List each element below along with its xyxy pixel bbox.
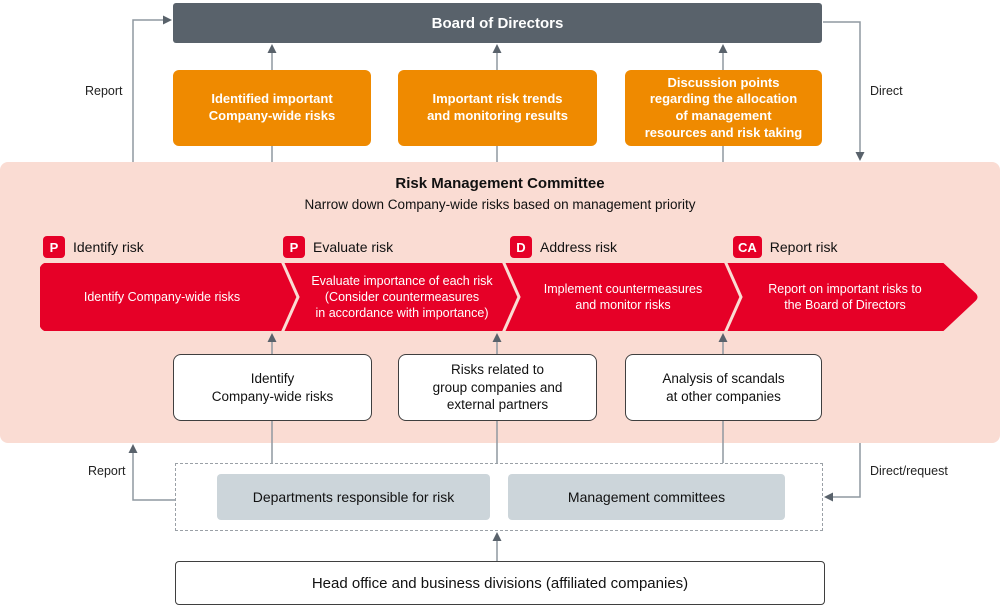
phase-label: Report risk [769, 239, 838, 255]
input-box-scandal-analysis: Analysis of scandals at other companies [625, 354, 822, 421]
committee-subtitle: Narrow down Company-wide risks based on … [304, 197, 696, 212]
head-office-box: Head office and business divisions (affi… [175, 561, 825, 605]
committee-title: Risk Management Committee [395, 175, 605, 192]
phase-address-risk: D Address risk [510, 236, 617, 258]
phase-label: Identify risk [73, 239, 144, 255]
phase-identify-risk: P Identify risk [43, 236, 144, 258]
board-of-directors-box: Board of Directors [173, 3, 822, 43]
phase-badge-p2: P [283, 236, 305, 258]
process-step-evaluate: Evaluate importance of each risk (Consid… [311, 273, 493, 321]
output-box-discussion-points: Discussion points regarding the allocati… [625, 70, 822, 146]
phase-label: Address risk [540, 239, 618, 255]
phase-report-risk: CA Report risk [733, 236, 837, 258]
edge-label-direct-request: Direct/request [870, 464, 948, 478]
phase-badge-p1: P [43, 236, 65, 258]
phase-badge-ca: CA [733, 236, 762, 258]
process-chevron-band [40, 263, 978, 331]
departments-box: Departments responsible for risk [217, 474, 490, 520]
process-step-identify: Identify Company-wide risks [83, 289, 241, 304]
edge-label-report-bottom: Report [88, 464, 126, 478]
edge-label-report-top: Report [85, 84, 123, 98]
output-box-identified-risks: Identified important Company-wide risks [173, 70, 371, 146]
output-box-risk-trends: Important risk trends and monitoring res… [398, 70, 597, 146]
input-box-group-companies: Risks related to group companies and ext… [398, 354, 597, 421]
input-box-identify-risks: Identify Company-wide risks [173, 354, 372, 421]
process-step-implement: Implement countermeasures and monitor ri… [543, 281, 703, 312]
process-step-report: Report on important risks to the Board o… [768, 281, 922, 312]
phase-badge-d: D [510, 236, 532, 258]
management-committees-box: Management committees [508, 474, 785, 520]
edge-label-direct: Direct [870, 84, 903, 98]
phase-label: Evaluate risk [313, 239, 394, 255]
phase-evaluate-risk: P Evaluate risk [283, 236, 393, 258]
